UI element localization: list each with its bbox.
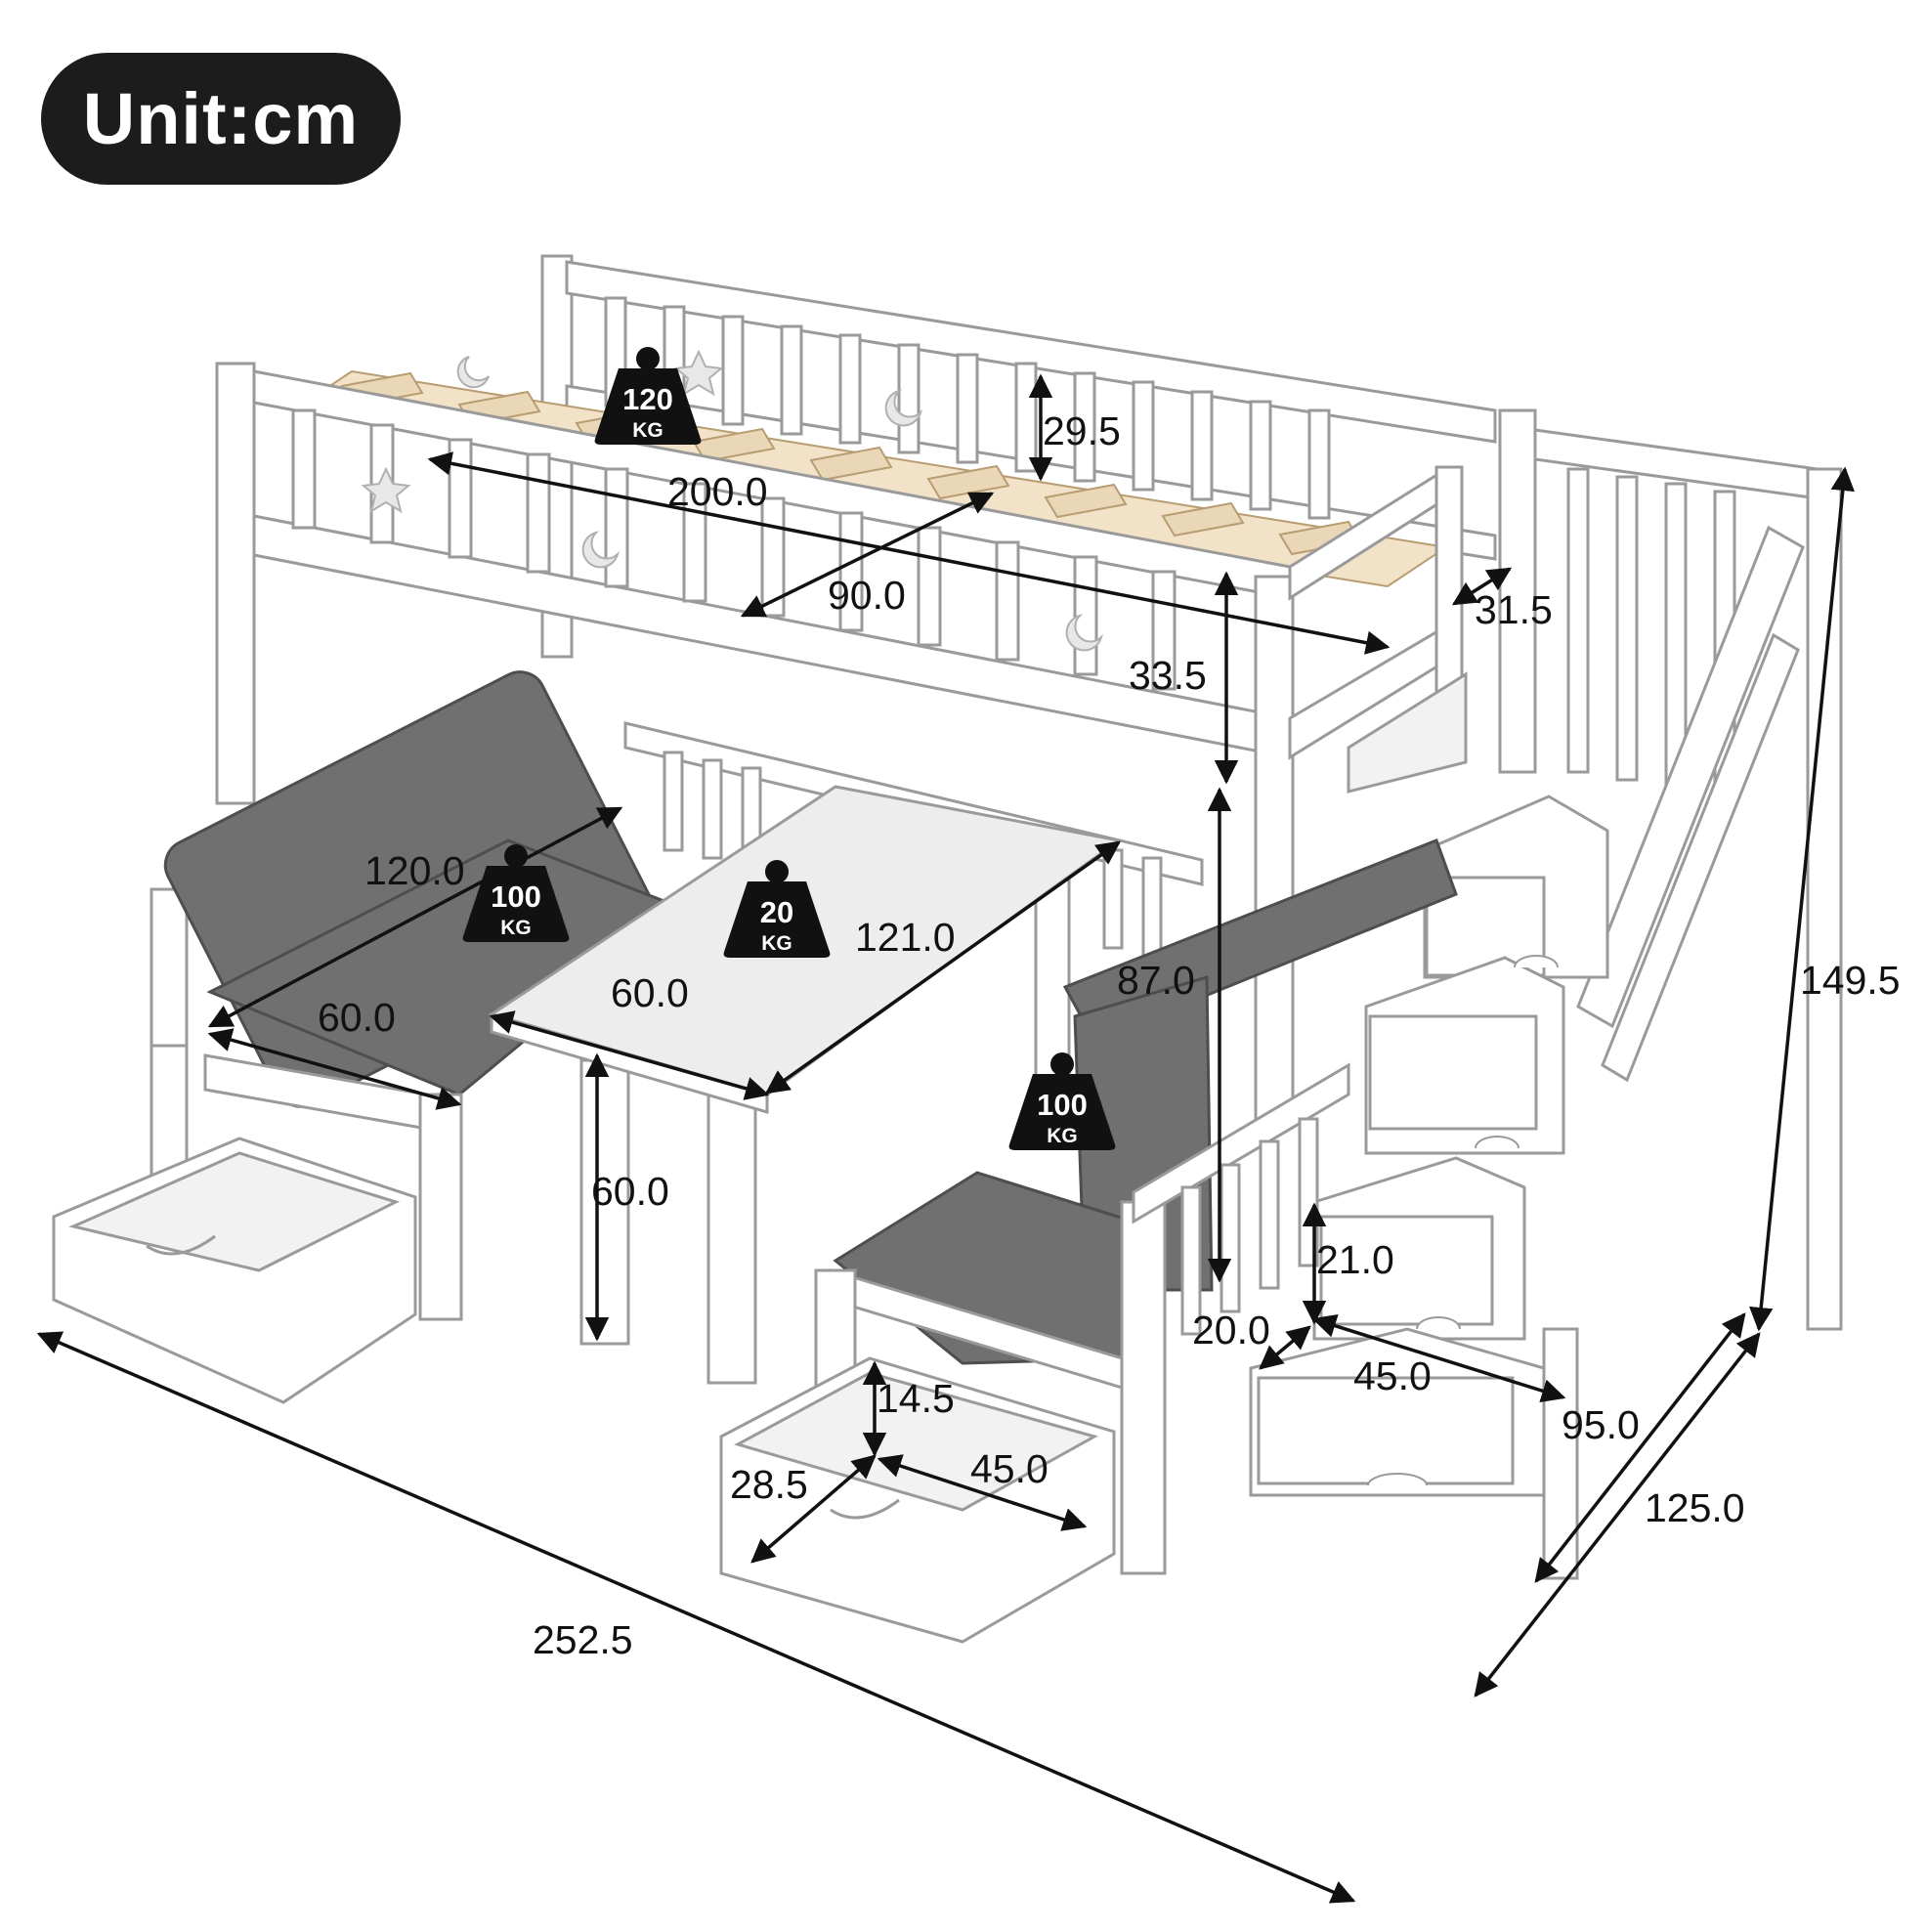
- unit-badge: Unit:cm: [41, 53, 401, 185]
- arrow-bench-depth: [207, 1028, 462, 1110]
- stair-handrail: [1576, 525, 1805, 1029]
- weight-bench-right-unit: KG: [1047, 1125, 1078, 1147]
- arrow-bed-width: [740, 492, 995, 618]
- weight-bench-right-value: 100: [1037, 1088, 1088, 1122]
- weight-table-value: 20: [760, 895, 793, 929]
- label-drawer-depth: 28.5: [730, 1462, 808, 1507]
- left-bench-leg-front: [418, 1093, 463, 1321]
- unit-label: Unit:cm: [82, 78, 360, 159]
- arrow-table-length: [765, 840, 1121, 1095]
- weight-bench-left-value: 100: [491, 880, 541, 914]
- bed-end-shelf: [1347, 671, 1468, 794]
- label-seat-height: 20.0: [1192, 1308, 1270, 1352]
- weight-bed-value: 120: [622, 382, 673, 416]
- stair-front-post: [1542, 1327, 1579, 1580]
- label-bench-depth: 60.0: [318, 995, 396, 1040]
- weight-bench-left-unit: KG: [500, 917, 532, 939]
- step-drawer-3: [1368, 1014, 1538, 1131]
- weight-icon-bed: 120 KG: [594, 347, 702, 445]
- left-post: [215, 362, 256, 805]
- step-drawer-2: [1319, 1215, 1494, 1326]
- dimension-arrows: [36, 373, 1855, 1904]
- label-step-height: 21.0: [1316, 1237, 1394, 1282]
- arrow-stair-depth: [1534, 1312, 1746, 1583]
- label-total-depth: 125.0: [1645, 1485, 1745, 1530]
- label-step-width: 45.0: [1353, 1353, 1432, 1398]
- back-guardrail-top: [565, 260, 1497, 444]
- right-bench-arm-post: [1120, 1200, 1167, 1575]
- label-clearance-top: 33.5: [1129, 653, 1207, 698]
- end-guard-post: [1434, 465, 1464, 699]
- weight-table-unit: KG: [761, 932, 792, 955]
- label-bench-length: 120.0: [364, 848, 465, 893]
- arrow-seat-height: [1259, 1325, 1311, 1370]
- label-table-height: 60.0: [591, 1169, 669, 1214]
- arrow-bench-length: [207, 806, 623, 1028]
- front-right-post: [1254, 575, 1295, 1126]
- label-total-length: 252.5: [533, 1617, 633, 1662]
- arrow-drawer-depth: [750, 1454, 877, 1564]
- label-bed-width: 90.0: [828, 573, 906, 618]
- arrow-total-height: [1749, 466, 1855, 1332]
- arrow-step-width: [1311, 1313, 1566, 1403]
- dimension-labels: 29.5 200.0 90.0 31.5 33.5 87.0 149.5 252…: [318, 408, 1901, 1662]
- label-table-width: 60.0: [611, 970, 689, 1015]
- arrow-rail-gap: [1451, 567, 1513, 606]
- label-drawer-width: 45.0: [970, 1446, 1049, 1491]
- arrow-total-length: [36, 1331, 1356, 1904]
- table-leg-right: [706, 1078, 757, 1385]
- label-drawer-height: 14.5: [877, 1376, 955, 1421]
- staircase: [1249, 408, 1843, 1580]
- left-drawer-inside: [68, 1151, 400, 1272]
- weight-bed-unit: KG: [632, 419, 663, 442]
- arrow-drawer-width: [877, 1454, 1088, 1531]
- arrow-table-width: [489, 1010, 770, 1100]
- label-total-height: 149.5: [1800, 958, 1901, 1003]
- right-bench-arm-rail: [1132, 1062, 1350, 1224]
- label-rail-gap: 31.5: [1475, 587, 1553, 632]
- label-table-length: 121.0: [855, 915, 956, 960]
- label-guardrail-height: 29.5: [1043, 408, 1121, 453]
- stair-tall-post: [1806, 467, 1843, 1331]
- label-stair-depth: 95.0: [1562, 1402, 1640, 1447]
- label-clearance: 87.0: [1117, 958, 1195, 1003]
- label-bed-length: 200.0: [667, 469, 768, 514]
